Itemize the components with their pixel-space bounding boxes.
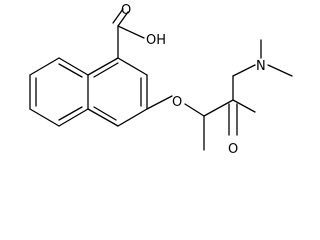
bond: [117, 57, 148, 76]
carboxylic-acid-group: O OH: [112, 3, 166, 59]
double-bond-inner: [58, 63, 83, 78]
carbonyl-oxygen-label: O: [121, 3, 131, 18]
hydroxyl-label: OH: [146, 33, 166, 48]
ether-oxygen-label: O: [172, 95, 182, 110]
bond: [87, 108, 119, 127]
molecule-structure: O OH O O N: [29, 3, 293, 157]
bond: [87, 57, 119, 76]
amide-oxygen-label: O: [228, 142, 238, 157]
bond: [184, 103, 205, 117]
bond: [232, 64, 256, 77]
naphthalene-ring: [29, 57, 148, 127]
bond: [146, 95, 173, 110]
double-bond-inner: [93, 62, 119, 78]
bond: [58, 108, 89, 127]
carbonyl-bond: [117, 11, 129, 27]
bond: [203, 99, 234, 117]
bond: [58, 57, 89, 76]
carbonyl-bond-double: [112, 8, 124, 24]
bond: [29, 57, 60, 76]
propanamide-chain: O N: [203, 39, 293, 157]
bond: [117, 108, 148, 127]
amide-nitrogen-label: N: [256, 59, 266, 74]
bond: [267, 64, 293, 77]
ether-linkage: O: [146, 95, 205, 117]
bond: [232, 99, 256, 113]
double-bond-inner: [58, 106, 83, 121]
double-bond-inner: [93, 106, 117, 121]
bond: [29, 108, 60, 127]
bond: [117, 25, 145, 39]
